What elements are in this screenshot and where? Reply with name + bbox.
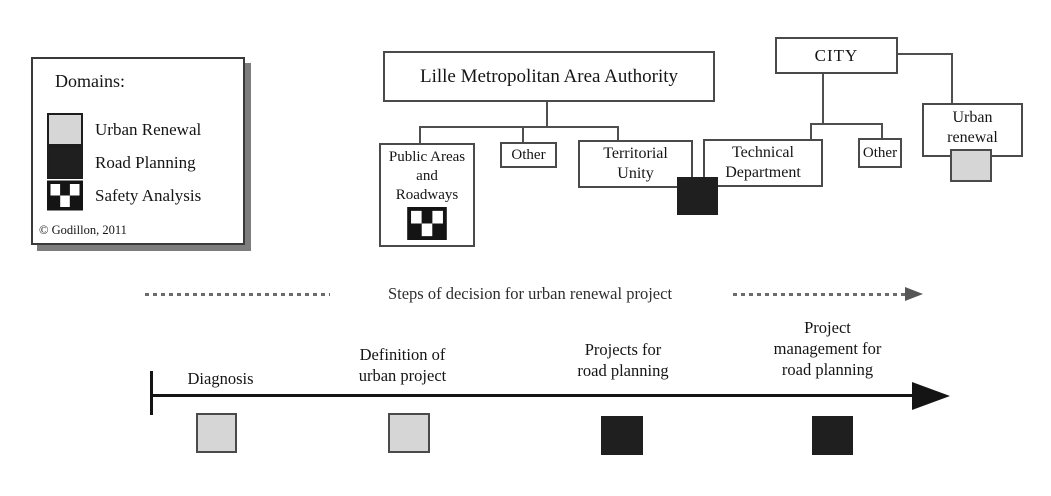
timeline-axis-line	[150, 394, 916, 397]
decision-axis-label: Steps of decision for urban renewal proj…	[387, 284, 673, 303]
connector-line	[822, 72, 824, 123]
connector-line	[419, 126, 619, 128]
connector-line	[419, 126, 421, 144]
timeline-start-tick	[150, 371, 153, 415]
road-planning-marker-territorial-unity	[677, 177, 718, 215]
timeline-step-label-diagnosis: Diagnosis	[187, 369, 254, 388]
dashed-axis-right-segment	[733, 293, 905, 296]
connector-line	[522, 126, 524, 143]
legend-item-safety-analysis: Safety Analysis	[47, 179, 201, 212]
safety-analysis-checker-icon	[47, 180, 83, 211]
connector-line	[546, 100, 548, 126]
connector-line	[810, 123, 883, 125]
timeline-marker-diagnosis-urban-renewal	[196, 413, 237, 453]
legend-box: Domains: Urban Renewal Road Planning Saf…	[31, 57, 245, 245]
org-box-other-city: Other	[858, 138, 902, 168]
legend-title: Domains:	[55, 71, 125, 91]
legend-item-label: Safety Analysis	[95, 185, 202, 205]
dashed-arrow-right-icon	[905, 287, 923, 301]
connector-line	[951, 53, 953, 105]
copyright-note: © Godillon, 2011	[39, 223, 127, 237]
org-box-city: CITY	[775, 37, 898, 74]
legend-item-label: Road Planning	[95, 152, 196, 172]
timeline-step-label-projects-road-planning: Projects for road planning	[577, 340, 669, 380]
org-box-urban-renewal: Urban renewal	[922, 103, 1023, 157]
org-box-territorial-unity: Territorial Unity	[578, 140, 693, 188]
timeline-marker-projects-road-planning	[601, 416, 643, 455]
urban-renewal-swatch-icon	[47, 113, 83, 146]
connector-line	[896, 53, 953, 55]
org-box-label: Public Areas and Roadways	[388, 149, 466, 203]
dashed-axis-left-segment	[145, 293, 330, 296]
timeline-marker-management-road-planning	[812, 416, 853, 455]
connector-line	[617, 126, 619, 141]
legend-item-urban-renewal: Urban Renewal	[47, 113, 201, 146]
org-box-technical-department: Technical Department	[703, 139, 823, 187]
org-box-public-areas-and-roadways: Public Areas and Roadways	[379, 143, 475, 247]
connector-line	[810, 123, 812, 140]
legend-item-road-planning: Road Planning	[47, 146, 196, 179]
timeline-arrow-right-icon	[912, 382, 950, 410]
safety-analysis-checker-icon	[407, 207, 447, 240]
timeline-step-label-project-management-road-planning: Project management for road planning	[773, 318, 882, 379]
timeline-marker-definition-urban-renewal	[388, 413, 430, 453]
org-box-other-metropolitan: Other	[500, 142, 557, 168]
org-box-lille-metropolitan-area-authority: Lille Metropolitan Area Authority	[383, 51, 715, 102]
legend-item-label: Urban Renewal	[95, 119, 202, 139]
urban-renewal-marker-city	[950, 149, 992, 182]
connector-line	[881, 123, 883, 139]
road-planning-swatch-icon	[47, 146, 83, 179]
timeline-step-label-definition-urban-project: Definition of urban project	[358, 345, 447, 385]
